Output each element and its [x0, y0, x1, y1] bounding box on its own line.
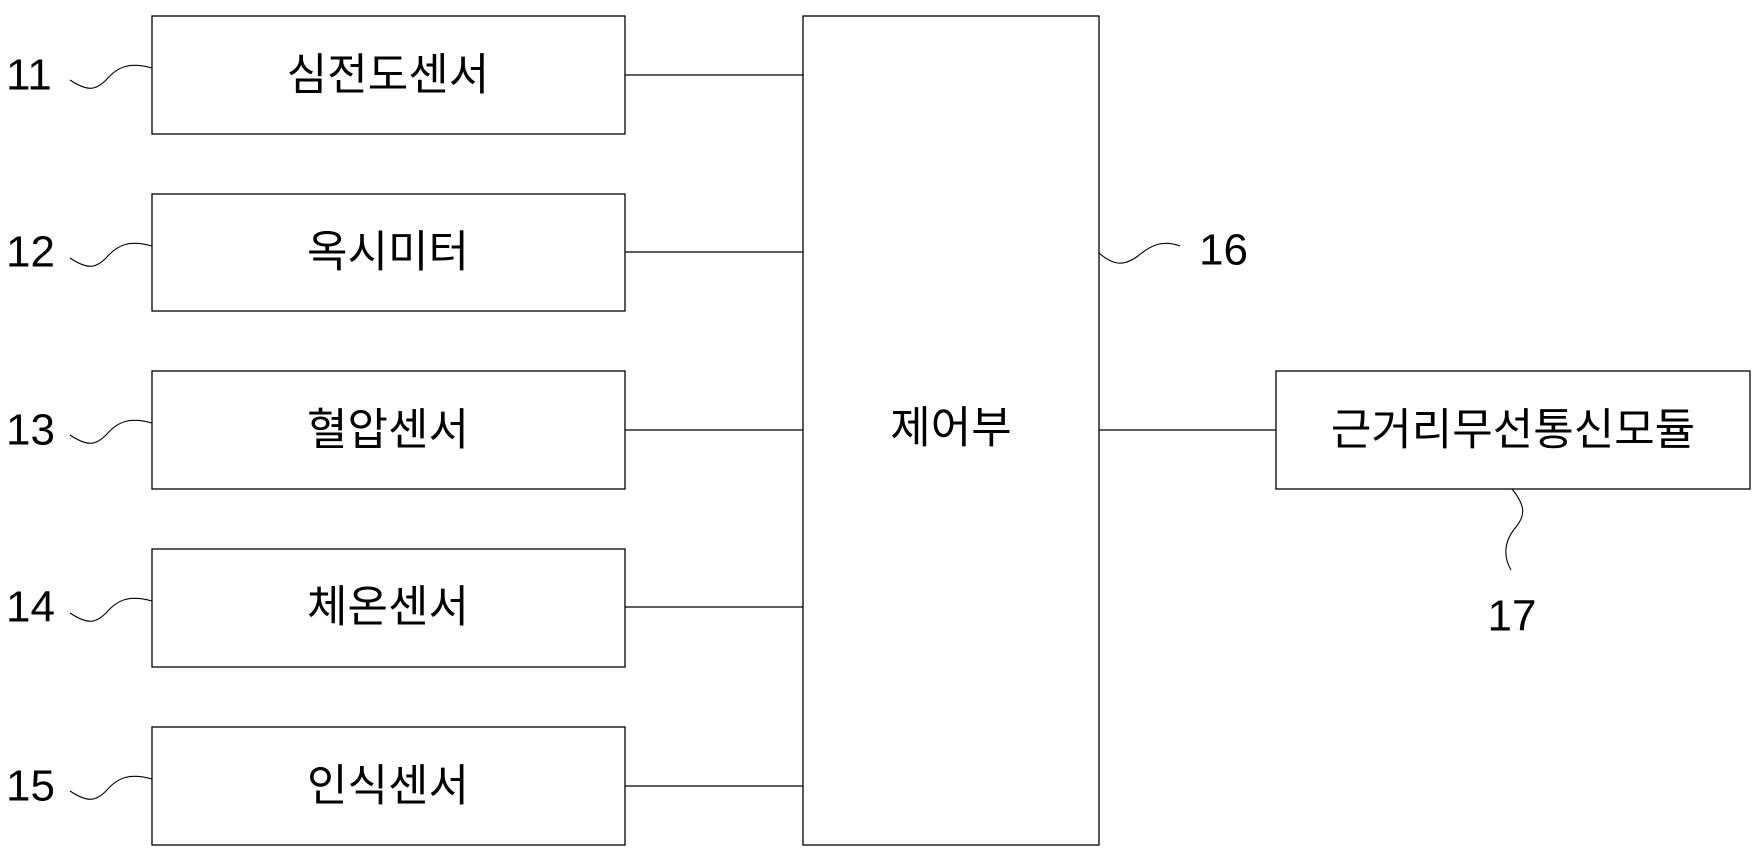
sensor-block-ecg: 심전도센서 11 [6, 16, 803, 134]
ref-number-16: 16 [1199, 226, 1248, 275]
wireless-module-label: 근거리무선통신모듈 [1331, 405, 1695, 456]
ref-number-12: 12 [6, 228, 55, 277]
ref-number-14: 14 [6, 583, 55, 632]
leader-line-11 [70, 65, 152, 88]
sensor-label-oximeter: 옥시미터 [307, 227, 469, 278]
ref-number-13: 13 [6, 406, 55, 455]
sensor-block-oximeter: 옥시미터 12 [6, 194, 803, 311]
sensor-label-recognition: 인식센서 [307, 761, 469, 812]
wireless-module-block: 근거리무선통신모듈 17 [1276, 371, 1750, 641]
ref-number-11: 11 [6, 51, 52, 100]
ref-number-17: 17 [1488, 592, 1537, 641]
controller-label: 제어부 [890, 403, 1011, 454]
sensor-block-recognition: 인식센서 15 [6, 727, 803, 845]
sensor-label-temperature: 체온센서 [307, 582, 469, 633]
sensor-block-temperature: 체온센서 14 [6, 549, 803, 667]
leader-line-14 [70, 598, 152, 621]
leader-line-15 [70, 776, 152, 799]
sensor-label-blood-pressure: 혈압센서 [307, 405, 469, 456]
leader-line-13 [70, 420, 152, 443]
leader-line-16 [1099, 243, 1180, 263]
sensor-block-blood-pressure: 혈압센서 13 [6, 371, 803, 489]
ref-number-15: 15 [6, 762, 55, 811]
sensor-label-ecg: 심전도센서 [287, 50, 489, 101]
leader-line-17 [1506, 489, 1523, 570]
leader-line-12 [70, 243, 152, 266]
